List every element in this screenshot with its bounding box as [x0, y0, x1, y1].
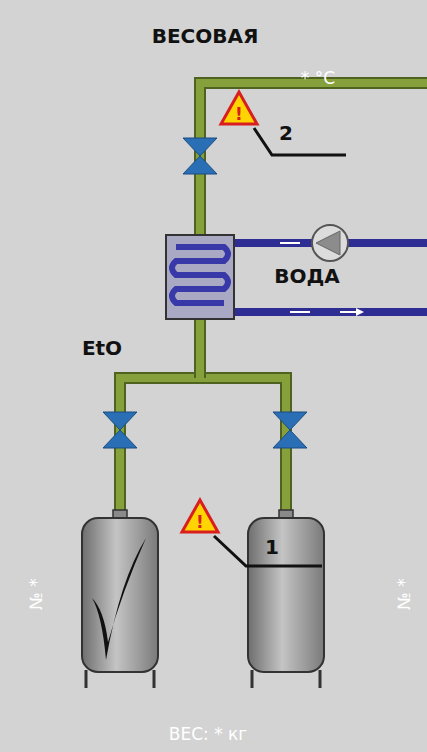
temperature-reading: * °C — [301, 68, 335, 88]
pipe-stroke — [120, 378, 286, 510]
callout-number: 1 — [265, 535, 279, 559]
warning-symbol — [221, 92, 257, 124]
weight-reading: ВЕС: * кг — [169, 724, 248, 744]
medium-label: EtO — [82, 336, 122, 360]
eto-pipe — [200, 83, 427, 236]
tank-body — [246, 510, 326, 688]
diagram-title: ВЕСОВАЯ — [152, 24, 259, 48]
pump-symbol — [316, 231, 340, 255]
tank-body — [80, 510, 160, 688]
heat-exchanger-coil — [172, 247, 228, 303]
pipe-stroke — [120, 378, 286, 510]
callout-number: 2 — [279, 121, 293, 145]
tank-number: № * — [26, 578, 46, 610]
warning-symbol — [182, 500, 218, 532]
pump-symbol — [312, 225, 348, 261]
tank-number: № * — [394, 578, 414, 610]
medium-label: ВОДА — [274, 264, 340, 288]
eto-pipe — [120, 378, 286, 510]
storage-tank: № * — [246, 510, 326, 688]
warning-mark: ! — [235, 104, 243, 124]
eto-pipe — [200, 83, 427, 236]
warning-mark: ! — [196, 512, 204, 532]
storage-tank: № * — [80, 510, 160, 688]
valve-symbol — [103, 138, 307, 448]
leader-line — [254, 128, 346, 155]
eto-pipe — [196, 318, 204, 380]
heat-exchanger — [166, 235, 234, 319]
